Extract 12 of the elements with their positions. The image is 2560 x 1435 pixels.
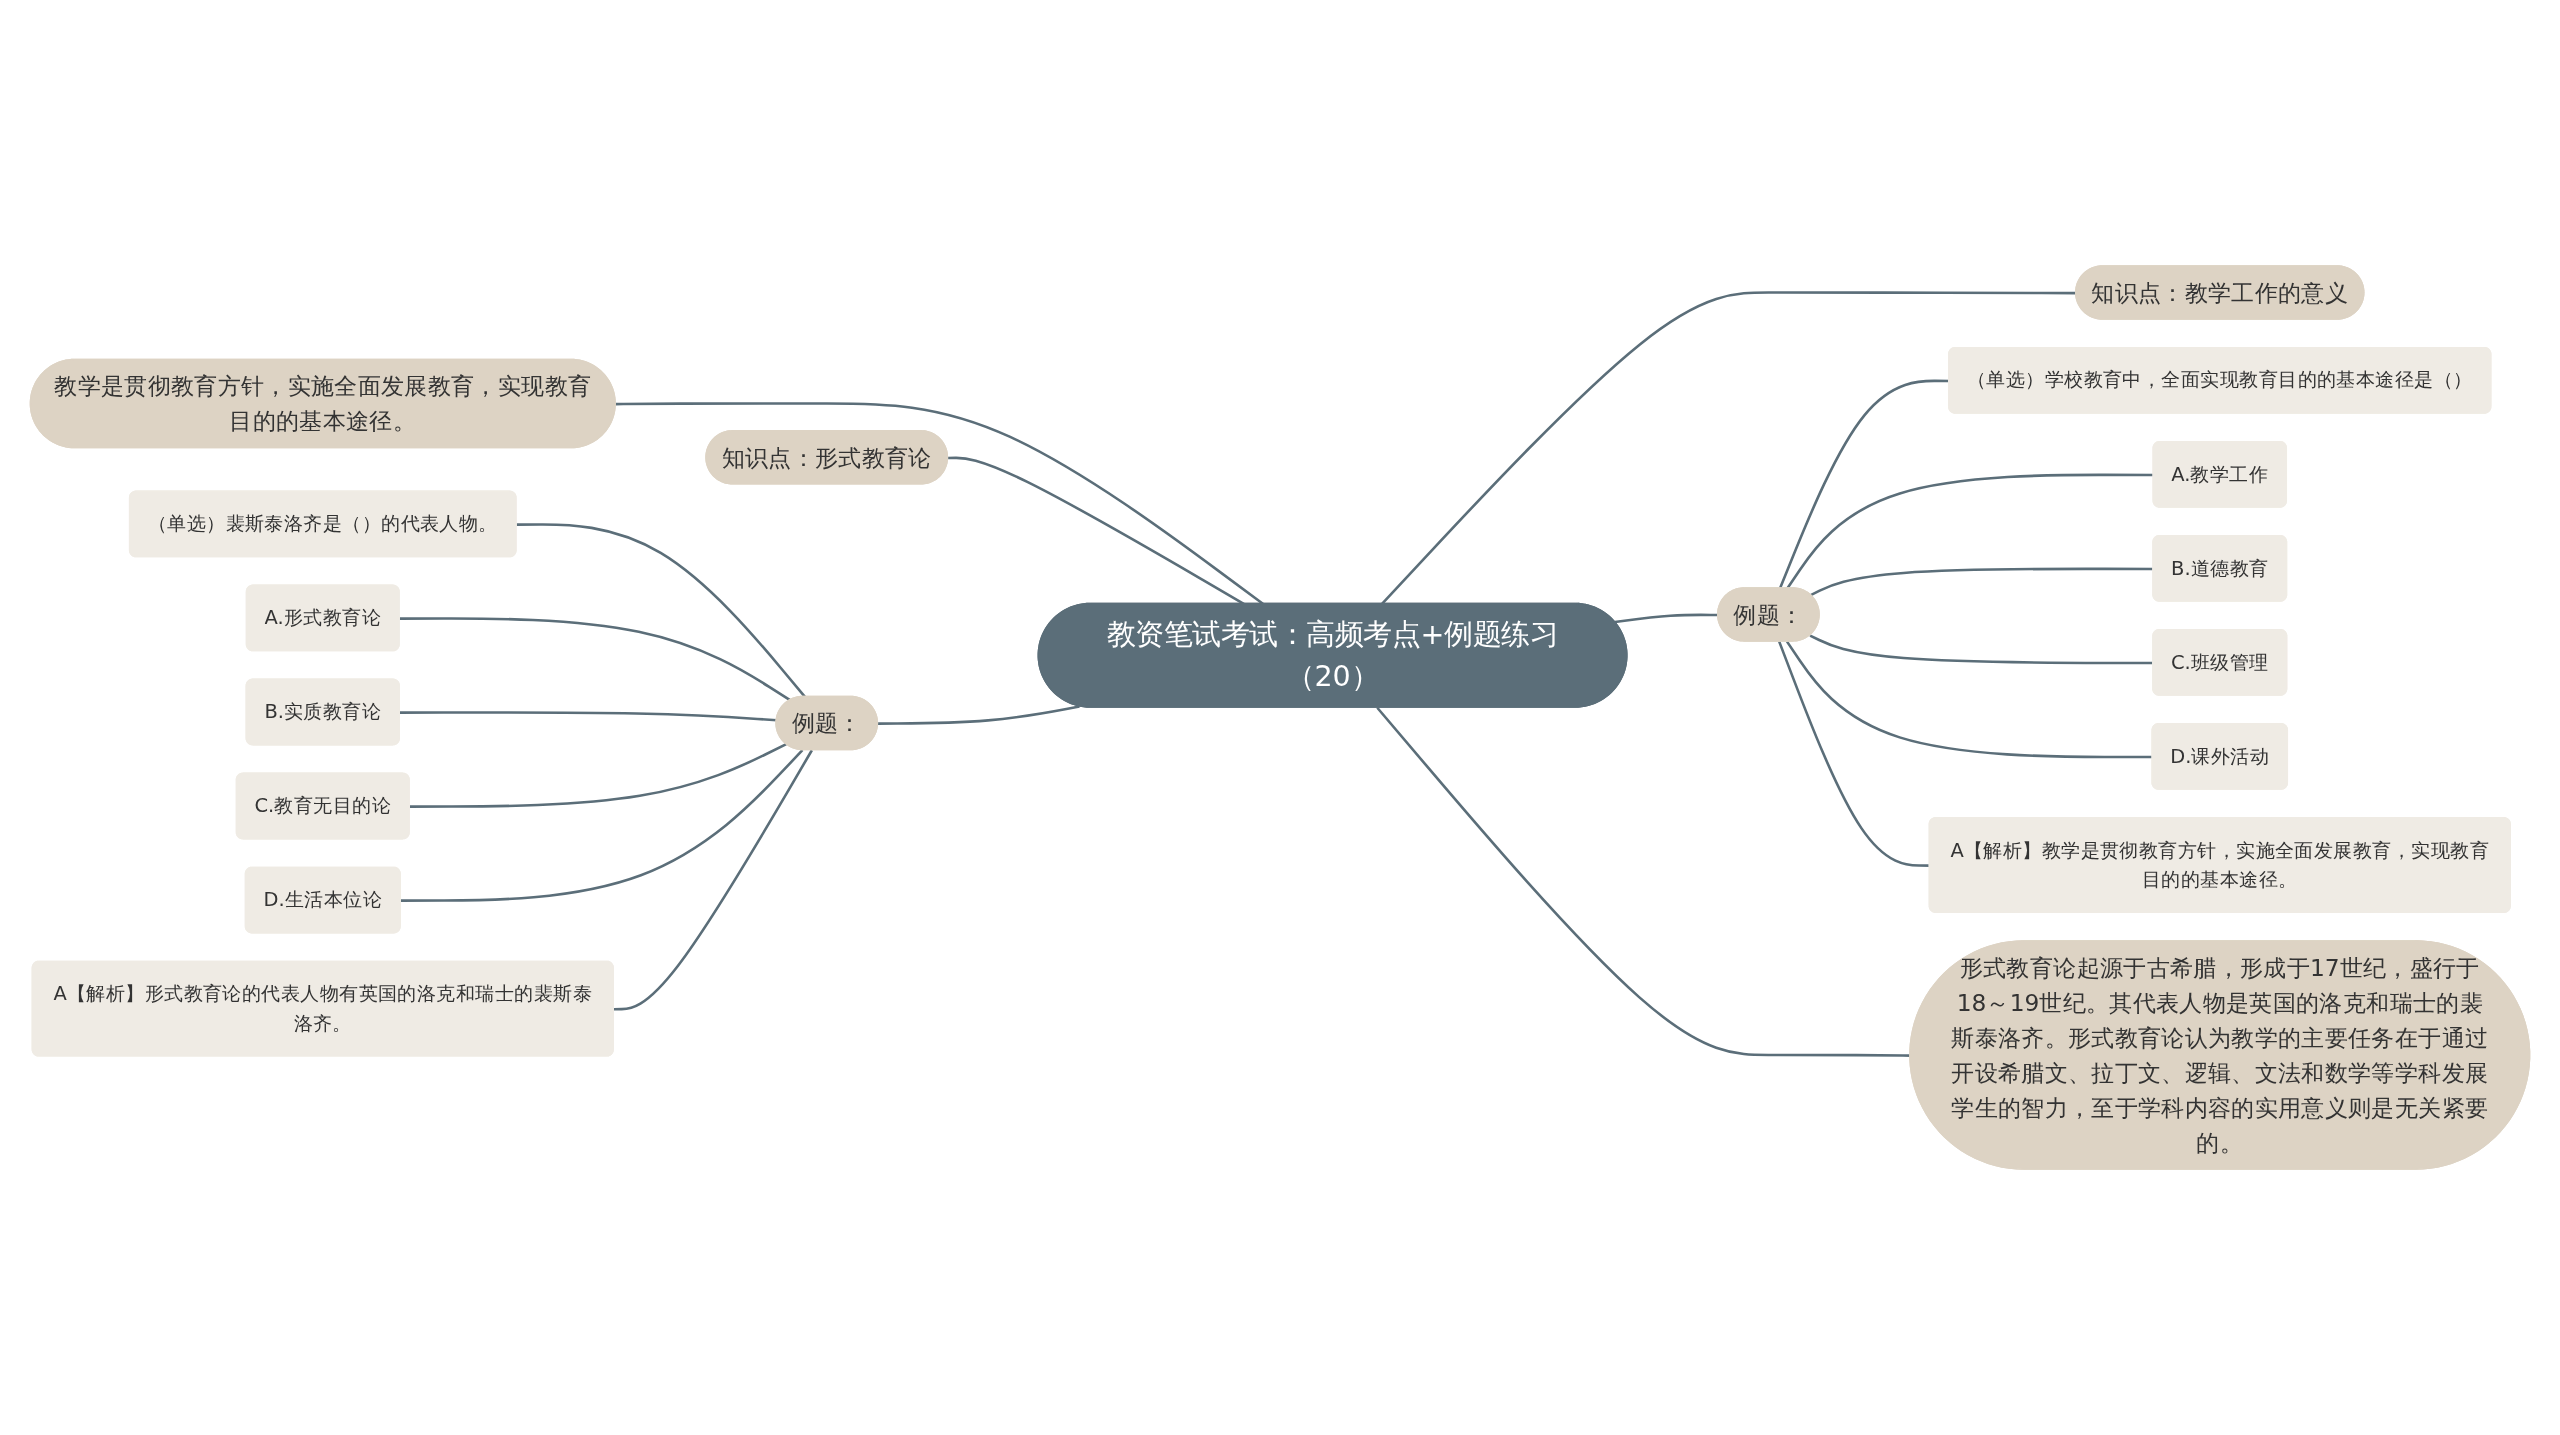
connector: [399, 711, 777, 722]
connector: [613, 749, 813, 1011]
connector: [878, 705, 1080, 725]
connector: [516, 523, 807, 698]
connector: [1785, 640, 2153, 759]
connector: [400, 749, 804, 902]
connector: [1376, 706, 1911, 1057]
connector: [1380, 291, 2077, 605]
mind-map: 教资笔试考试：高频考点+例题练习（20） 知识点：教学工作的意义 例题： （单选）学校教育中，全面实现教育目的的基本途径是（） A.教学工作 B.道德教育 C.班级管理 D.课外活动 A【解析】教学是贯彻教育方针，实施全面发展教育，实现教育目的的基本途径。 形式教育论起源于古希腊，形成于17世纪，盛行于18～19世纪。其代表人物是英国的洛克和瑞士的裴斯泰洛齐。形式教育论认为教学的主要任务在于通过开设希腊文、拉丁文、逻辑、文法和数学等学科发展学生的智力，至于学科内容的实用意义则是无关紧要的。 教学是贯彻教育方针，实施全面发展教育，实现教育目的的基本途径。 知识点：形式教育论 例题： （单选）裴斯泰洛齐是（）的代表人物。 A.形式教育论 B.实质教育论 C.教育无目的论 D.生活本位论 A【解析】形式教育论的代表人物有英国的洛克和瑞士的裴斯泰洛齐。: [20, 20, 2540, 1415]
connector: [399, 617, 792, 702]
connector: [1778, 641, 1930, 867]
connector: [409, 743, 787, 808]
